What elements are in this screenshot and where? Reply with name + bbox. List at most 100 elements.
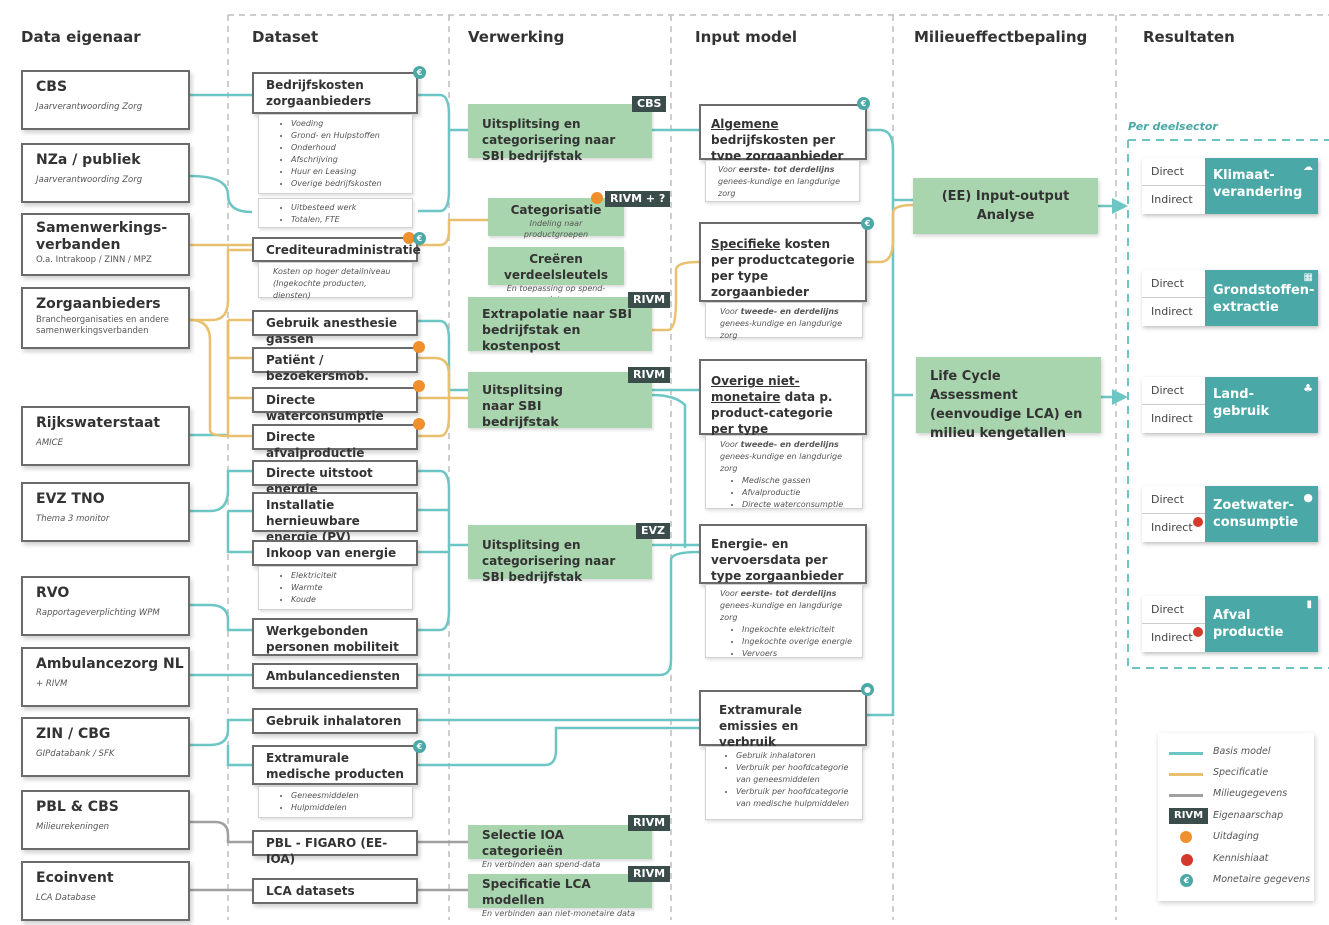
result-zoetwater[interactable]: Direct Indirect Zoetwater- consumptie ● xyxy=(1142,486,1318,542)
proc-extrapolatie[interactable]: Extrapolatie naar SBI bedrijfstak en kos… xyxy=(468,297,652,353)
dataset-lca[interactable]: LCA datasets xyxy=(252,878,418,904)
sub-bold: eerste- tot derdelijns xyxy=(740,589,837,598)
model-specifieke-kosten[interactable]: Specifieke kosten per productcategorie p… xyxy=(699,222,867,302)
dataset-waterconsumptie[interactable]: Directe waterconsumptie xyxy=(252,387,418,423)
dataset-crediteuradministratie[interactable]: Crediteuradministratie xyxy=(252,237,421,262)
proc-title: Specificatie LCA modellen xyxy=(482,877,591,907)
dataset-uitstoot-energie[interactable]: Directe uitstoot energie xyxy=(252,460,418,496)
euro-icon: € xyxy=(857,97,870,110)
model-algemene-bedrijfskosten[interactable]: Algemene bedrijfskosten per type zorgaan… xyxy=(699,104,867,163)
result-klimaat[interactable]: Direct Indirect Klimaat- verandering ☁ xyxy=(1142,158,1318,214)
result-title: Grondstoffen- extractie xyxy=(1205,270,1318,326)
sub-item: Ingekochte elektriciteit xyxy=(742,624,854,636)
dataset-pbl-figaro[interactable]: PBL - FIGARO (EE-IOA) xyxy=(252,830,418,866)
sub-item: Onderhoud xyxy=(291,142,404,154)
owner-sub: AMICE xyxy=(36,438,63,448)
proc-selectie-ioa[interactable]: Selectie IOA categorieën En verbinden aan… xyxy=(468,825,652,869)
header-resultaten: Resultaten xyxy=(1143,28,1235,46)
owner-sub: + RIVM xyxy=(36,679,68,689)
dataset-label: PBL - FIGARO (EE-IOA) xyxy=(266,836,388,866)
legend-kennishiaat: Kennishiaat xyxy=(1158,850,1314,870)
result-afval[interactable]: Direct Indirect Afval productie ▮ xyxy=(1142,596,1318,652)
model-title: kosten per productcategorie per type zor… xyxy=(711,237,855,299)
dataset-patient-mobiliteit[interactable]: Patiënt / bezoekersmob. xyxy=(252,347,418,383)
euro-icon: € xyxy=(413,740,426,753)
header-input-model: Input model xyxy=(695,28,798,46)
dataset-label: Inkoop van energie xyxy=(266,546,397,560)
model-overige-niet-monetaire[interactable]: Overige niet-monetaire data p. product-c… xyxy=(699,359,867,452)
direct-label: Direct xyxy=(1142,486,1205,514)
dataset-extramurale-producten[interactable]: Extramurale medische producten xyxy=(252,745,418,785)
owner-tag: RIVM + ? xyxy=(605,191,671,207)
dataset-hernieuwbare-energie[interactable]: Installatie hernieuwbare energie (PV) xyxy=(252,492,418,544)
proc-uitsplitsing-sbi[interactable]: Uitsplitsing naar SBI bedrijfstak xyxy=(468,372,652,429)
owner-title: Zorgaanbieders xyxy=(36,296,161,312)
model-energie-vervoersdata[interactable]: Energie- en vervoersdata per type zorgaa… xyxy=(699,524,867,584)
sub-pre: Voor xyxy=(720,589,741,598)
dataset-inhalatoren[interactable]: Gebruik inhalatoren xyxy=(252,708,418,734)
dataset-inkoop-energie[interactable]: Inkoop van energie xyxy=(252,540,418,566)
model-sub-energie: Voor eerste- tot derdelijns genees-kundi… xyxy=(705,584,863,658)
dataset-anesthesie[interactable]: Gebruik anesthesie gassen xyxy=(252,310,418,346)
sub-bold: eerste- tot derdelijns xyxy=(738,165,835,174)
legend-swatch xyxy=(1181,854,1193,866)
owner-sub: Milieurekeningen xyxy=(36,822,110,832)
result-grondstoffen[interactable]: Direct Indirect Grondstoffen- extractie … xyxy=(1142,270,1318,326)
sub-item: Verbruik per hoofdcategorie van medische… xyxy=(736,786,854,810)
result-title: Land- gebruik xyxy=(1205,377,1318,433)
dataset-sub-energie: Elektriciteit Warmte Koude xyxy=(258,566,413,610)
indirect-label: Indirect xyxy=(1151,305,1193,318)
proc-evz-uitsplitsing[interactable]: Uitsplitsing en categorisering naar SBI … xyxy=(468,525,652,584)
sub-item: Overige bedrijfskosten xyxy=(291,178,404,190)
sub-item: Afschrijving xyxy=(291,154,404,166)
result-landgebruik[interactable]: Direct Indirect Land- gebruik ♣ xyxy=(1142,377,1318,433)
sub-item: Afvalproductie xyxy=(742,487,854,499)
sub-item: Voeding xyxy=(291,118,404,130)
sub-item: Koude xyxy=(291,594,404,606)
dataset-ambulancediensten[interactable]: Ambulancediensten xyxy=(252,663,418,689)
effect-lca[interactable]: Life Cycle Assessment (eenvoudige LCA) e… xyxy=(916,357,1101,441)
proc-cbs-uitsplitsing[interactable]: Uitsplitsing en categorisering naar SBI … xyxy=(468,104,652,163)
dataset-sub-bedrijfskosten: Voeding Grond- en Hulpstoffen Onderhoud … xyxy=(258,114,413,194)
owner-tag: RIVM xyxy=(628,292,671,308)
dataset-label: LCA datasets xyxy=(266,884,355,898)
proc-title: Uitsplitsing naar SBI bedrijfstak xyxy=(482,382,563,429)
indirect-label: Indirect xyxy=(1151,521,1193,534)
sub-item: Ingekochte overige energie xyxy=(742,636,854,648)
dataset-label: Gebruik inhalatoren xyxy=(266,714,402,728)
trash-icon: ▮ xyxy=(1306,599,1312,610)
dataset-werkgebonden-mobiliteit[interactable]: Werkgebonden personen mobiliteit xyxy=(252,618,418,656)
effect-io-analyse[interactable]: (EE) Input-output Analyse xyxy=(913,178,1098,234)
owner-tag: RIVM xyxy=(628,367,671,383)
model-extramurale-emissies[interactable]: Extramurale emissies en verbruik xyxy=(699,690,867,749)
proc-title: Selectie IOA categorieën xyxy=(482,828,564,858)
proc-sub: En verbinden aan spend-data xyxy=(482,860,601,869)
sub-item: Huur en Leasing xyxy=(291,166,404,178)
direct-label: Direct xyxy=(1142,377,1205,405)
owner-tag: RIVM xyxy=(628,815,671,831)
owner-ambulancezorg[interactable]: Ambulancezorg NL+ RIVM xyxy=(21,647,190,707)
dataset-label: Gebruik anesthesie gassen xyxy=(266,316,398,346)
effect-title: Life Cycle Assessment (eenvoudige LCA) e… xyxy=(930,369,1083,441)
per-deelsector-label: Per deelsector xyxy=(1128,120,1218,133)
dataset-bedrijfskosten[interactable]: Bedrijfskosten zorgaanbieders xyxy=(252,72,418,114)
knowledge-gap-dot xyxy=(1193,517,1203,527)
euro-icon: € xyxy=(861,217,874,230)
challenge-dot xyxy=(413,380,425,392)
owner-title: Rijkswaterstaat xyxy=(36,415,161,431)
dataset-afvalproductie[interactable]: Directe afvalproductie xyxy=(252,424,418,460)
legend-monetaire: €Monetaire gegevens xyxy=(1158,871,1314,891)
